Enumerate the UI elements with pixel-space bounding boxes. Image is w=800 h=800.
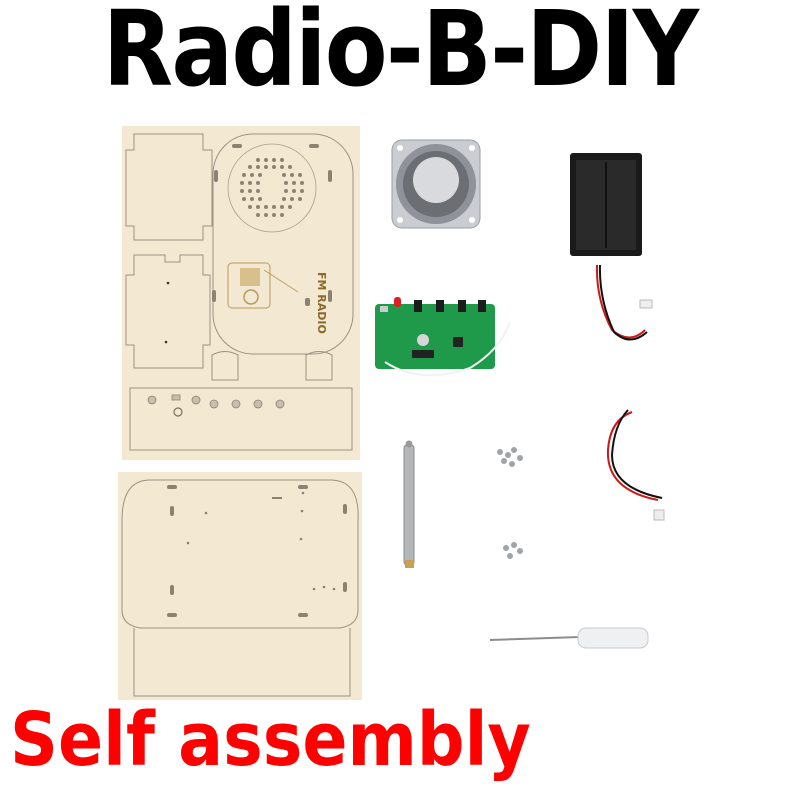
speaker-grill-holes	[240, 158, 304, 217]
fm-radio-engraving: FM RADIO	[315, 272, 328, 334]
telescopic-antenna	[403, 440, 415, 568]
wire-connector	[606, 409, 665, 521]
fm-radio-pcb	[375, 297, 511, 377]
battery-holder	[570, 153, 653, 341]
wooden-back-panel	[118, 472, 362, 700]
button-holes	[147, 394, 285, 409]
speaker	[391, 139, 481, 229]
screws	[497, 447, 523, 559]
screwdriver	[489, 627, 649, 649]
product-title: Radio-B-DIY	[102, 0, 699, 110]
wooden-front-panel: FM RADIO	[122, 126, 360, 460]
product-subtitle: Self assembly	[10, 697, 531, 783]
